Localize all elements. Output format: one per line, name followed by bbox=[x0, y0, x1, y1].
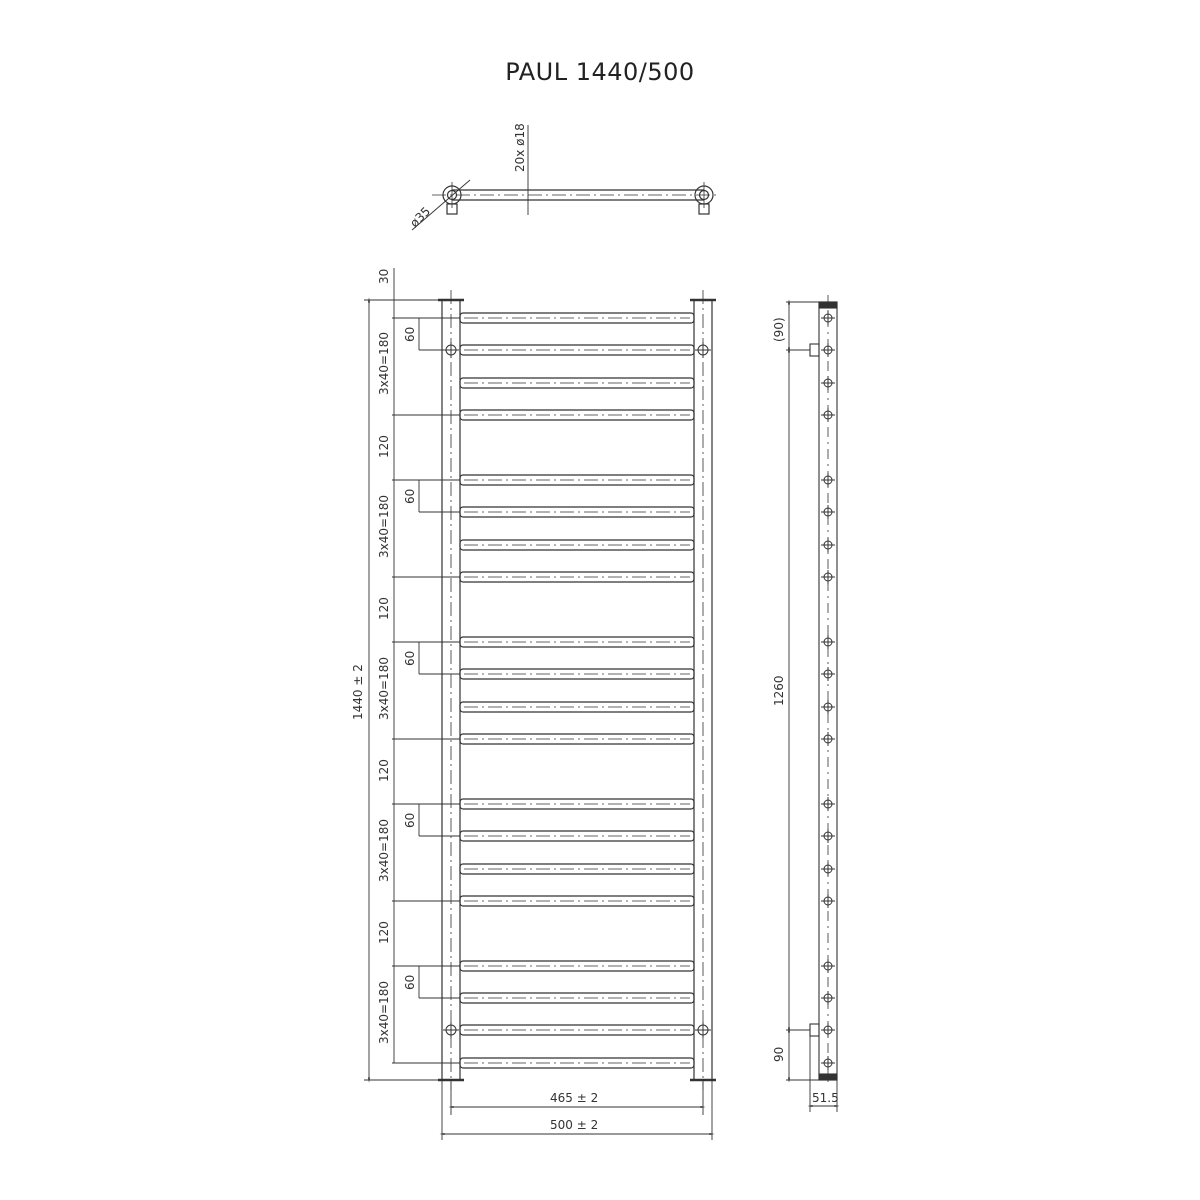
pitch-3-label: 60 bbox=[403, 651, 417, 666]
group-4-label: 3x40=180 bbox=[377, 819, 391, 882]
bar-group-4 bbox=[459, 798, 695, 907]
outer-width-label: 500 ± 2 bbox=[550, 1118, 598, 1132]
drawing-title: PAUL 1440/500 bbox=[505, 58, 695, 86]
depth-label: 51.5 bbox=[812, 1091, 839, 1105]
bar-group-2 bbox=[459, 474, 695, 583]
pitch-2-label: 60 bbox=[403, 489, 417, 504]
connection-point-icons bbox=[443, 342, 711, 1038]
connection-spacing-label: 1260 bbox=[772, 675, 786, 706]
overall-height-label: 1440 ± 2 bbox=[351, 664, 365, 720]
top-view bbox=[411, 125, 720, 231]
group-2-label: 3x40=180 bbox=[377, 495, 391, 558]
side-bar-crosshair-icons bbox=[821, 311, 835, 1070]
gap-3-label: 120 bbox=[377, 759, 391, 782]
inner-width-label: 465 ± 2 bbox=[550, 1091, 598, 1105]
group-1-label: 3x40=180 bbox=[377, 332, 391, 395]
bar-group-3 bbox=[459, 636, 695, 745]
pitch-1-label: 60 bbox=[403, 327, 417, 342]
top-connection-label: (90) bbox=[772, 317, 786, 342]
bar-group-5 bbox=[459, 960, 695, 1069]
gap-4-label: 120 bbox=[377, 921, 391, 944]
heating-bars bbox=[459, 312, 695, 1069]
tube-diameter-label: 20x ø18 bbox=[513, 123, 527, 172]
top-offset-label: 30 bbox=[377, 269, 391, 284]
bar-group-1 bbox=[459, 312, 695, 421]
gap-2-label: 120 bbox=[377, 597, 391, 620]
collector-diameter-label: ø35 bbox=[407, 204, 433, 230]
bottom-connection-label: 90 bbox=[772, 1047, 786, 1062]
group-3-label: 3x40=180 bbox=[377, 657, 391, 720]
gap-1-label: 120 bbox=[377, 435, 391, 458]
pitch-5-label: 60 bbox=[403, 975, 417, 990]
front-view bbox=[364, 268, 716, 1140]
side-view bbox=[786, 295, 840, 1112]
group-5-label: 3x40=180 bbox=[377, 981, 391, 1044]
pitch-4-label: 60 bbox=[403, 813, 417, 828]
